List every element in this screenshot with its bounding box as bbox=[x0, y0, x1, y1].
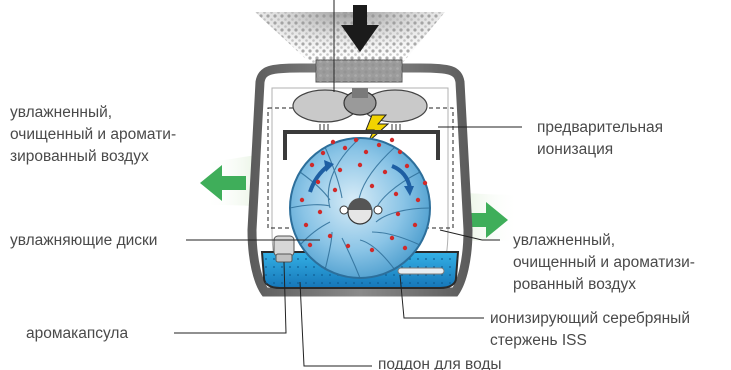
label-right-air-line3: рованный воздух bbox=[513, 276, 636, 293]
label-water-tray: поддон для воды bbox=[378, 356, 502, 370]
label-left-air-line3: зированный воздух bbox=[10, 148, 149, 165]
label-preionization-line2: ионизация bbox=[537, 141, 613, 158]
label-right-air-line1: увлажненный, bbox=[513, 232, 615, 249]
label-preionization-line1: предварительная bbox=[537, 119, 663, 136]
ion-rod bbox=[398, 268, 444, 274]
label-left-air-line1: увлажненный, bbox=[10, 104, 112, 121]
label-right-air-line2: очищенный и ароматизи- bbox=[513, 254, 695, 271]
label-ion-rod-line1: ионизирующий серебряный bbox=[490, 310, 690, 327]
label-left-air-line2: очищенный и аромати- bbox=[10, 126, 176, 143]
humidifying-drum bbox=[290, 138, 430, 278]
label-aroma-capsule: аромакапсула bbox=[26, 325, 128, 342]
label-ion-rod-line2: стержень ISS bbox=[490, 332, 587, 349]
label-discs: увлажняющие диски bbox=[10, 232, 157, 249]
